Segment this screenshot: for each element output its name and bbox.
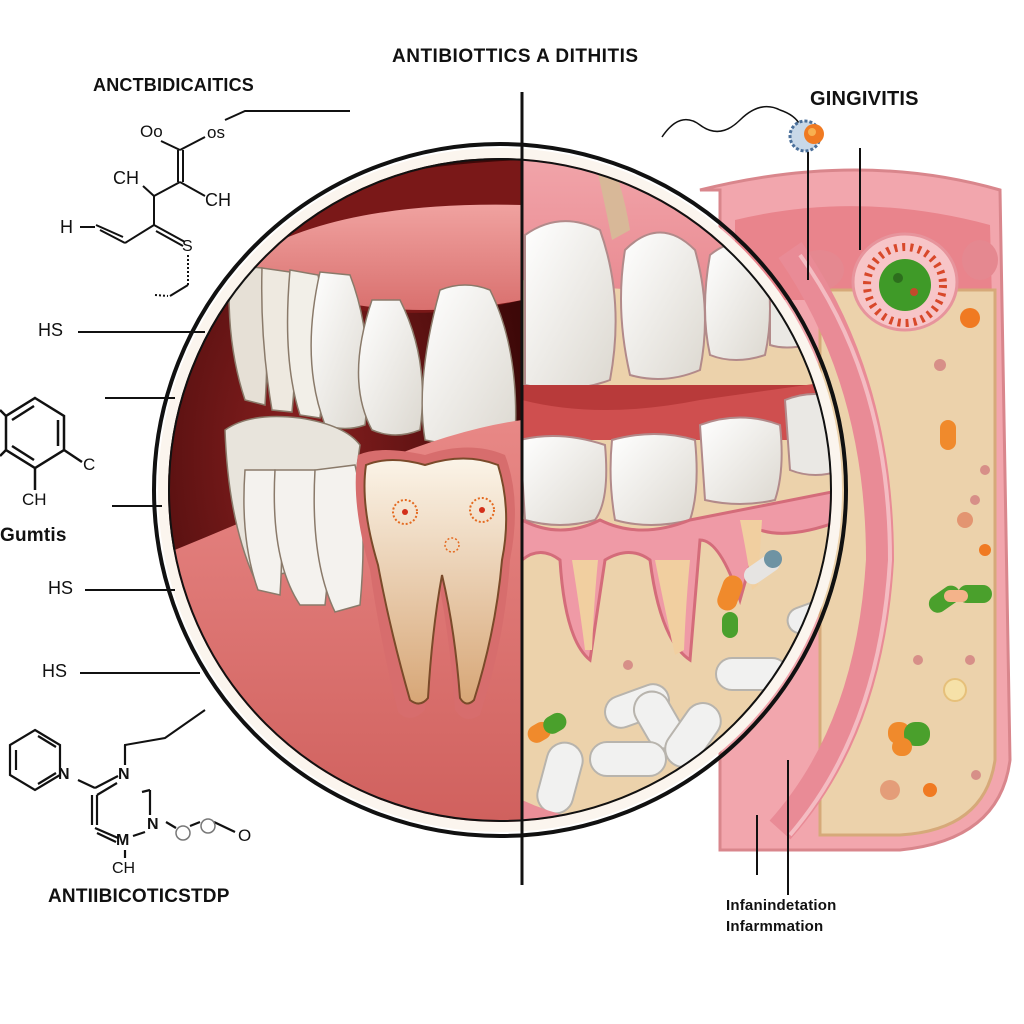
molecule-ring-left — [0, 396, 83, 490]
bacteria-icon — [863, 243, 947, 327]
magnifier-circle-inner-outline — [168, 158, 832, 822]
atom-label: H — [60, 217, 73, 237]
atom-label: O — [238, 826, 252, 845]
capsule-icon — [717, 550, 782, 638]
capsule-icon — [527, 712, 567, 743]
atom-label: CH — [112, 860, 136, 877]
atom-node — [200, 818, 216, 834]
upper-teeth — [228, 264, 517, 446]
callout-label: HS — [48, 578, 74, 598]
molecule-structure-top — [80, 136, 206, 297]
atom-label: N — [118, 766, 130, 783]
atom-label: CH — [22, 490, 47, 509]
label-gumtis: Gumtis — [0, 525, 67, 546]
label-top-left: ANCTBIDICAITICS — [93, 75, 254, 95]
gum-tissue-band — [769, 242, 895, 840]
atom-label: M — [116, 832, 130, 849]
lower-teeth-inflamed — [522, 393, 840, 526]
gum-band-highlight — [788, 253, 893, 837]
capsule-icon — [664, 702, 722, 768]
decay-spot-icon — [392, 497, 495, 553]
bacteria-marker-icon — [788, 119, 824, 153]
upper-teeth-inflamed — [524, 220, 814, 390]
atom-label: N — [58, 766, 70, 783]
atom-label: S — [182, 238, 193, 255]
lower-teeth — [224, 415, 364, 613]
label-gingivitis: GINGIVITIS — [810, 88, 919, 110]
atom-label: CH — [113, 168, 139, 188]
capsule-icon — [589, 741, 667, 777]
left-panel-mouth — [160, 150, 522, 830]
callout-label: HS — [42, 661, 68, 681]
squiggle-leader — [661, 105, 801, 138]
diagram-title: ANTIBIOTTICS A DITHITIS — [392, 46, 639, 67]
inflammation-particles — [880, 308, 991, 800]
label-bottom-right-line1: Infanindetation — [726, 897, 837, 914]
capsule-icon — [928, 585, 992, 613]
molar-tooth — [355, 447, 515, 719]
label-bottom-left: ANTIIBICOTICSTDP — [48, 886, 230, 907]
capsule-icon — [888, 722, 930, 756]
magnifier-circle-outline — [152, 142, 848, 838]
magnifier-circle-rim — [158, 148, 842, 832]
atom-label: C — [83, 455, 96, 474]
molecule-structure-bottom — [8, 728, 236, 858]
callout-label: HS — [38, 320, 64, 340]
atom-label: Oo — [140, 122, 163, 141]
atom-label: CH — [205, 190, 231, 210]
atom-label: os — [207, 123, 225, 142]
antibiotic-capsules — [527, 550, 834, 815]
atom-node — [175, 825, 191, 841]
label-bottom-right-line2: Infarmmation — [726, 918, 824, 935]
atom-label: N — [147, 816, 159, 833]
